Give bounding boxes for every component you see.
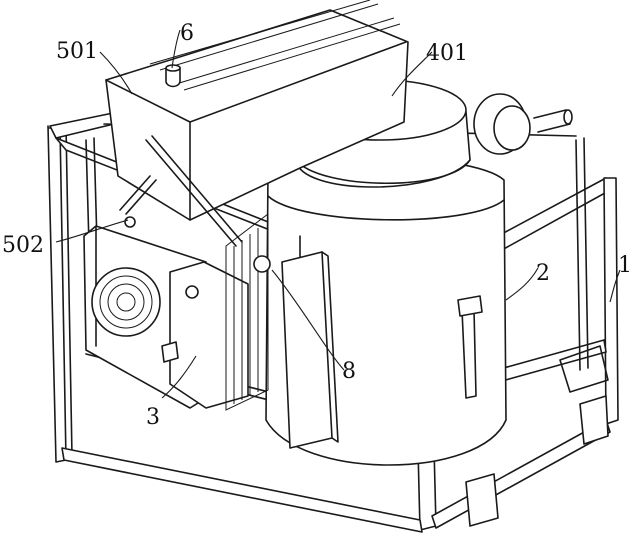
fan-unit (83, 212, 269, 411)
pipe (119, 135, 243, 247)
tank (105, 0, 409, 221)
leader-lines (55, 29, 621, 399)
label-vessel: 2 (536, 261, 550, 286)
label-perforated-plate: 8 (342, 359, 356, 384)
label-tank: 501 (56, 39, 98, 64)
label-pipe: 502 (2, 233, 44, 258)
label-fan-unit: 3 (146, 405, 160, 430)
label-fill-port: 6 (180, 21, 194, 46)
label-vessel-lid-cap: 401 (426, 41, 468, 66)
label-frame: 1 (618, 253, 632, 278)
